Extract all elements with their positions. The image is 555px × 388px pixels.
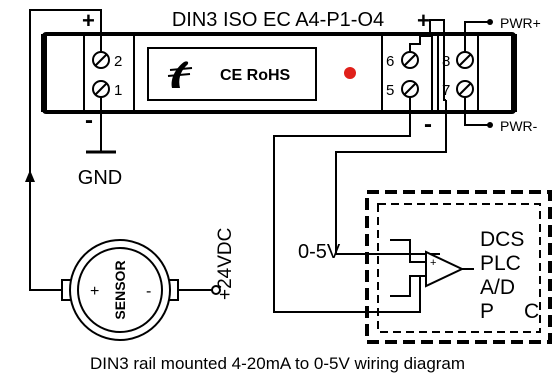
amplifier-icon bbox=[390, 239, 474, 297]
gnd-label: GND bbox=[78, 167, 122, 189]
supply-label: +24VDC bbox=[215, 228, 236, 300]
terminal-5-screw-icon bbox=[401, 80, 419, 98]
amp-plus-mark: + bbox=[430, 257, 436, 269]
receiver-p: P bbox=[480, 300, 494, 323]
supply-terminal-icon bbox=[211, 285, 221, 295]
output-minus-mark: - bbox=[424, 111, 432, 138]
terminal-7-screw-icon bbox=[456, 80, 474, 98]
terminal-1-screw-icon bbox=[92, 80, 110, 98]
power-wires bbox=[464, 21, 488, 126]
receiver-ad: A/D bbox=[480, 276, 515, 299]
diagram-caption: DIN3 rail mounted 4-20mA to 0-5V wiring … bbox=[89, 354, 466, 373]
pwr-minus-node bbox=[487, 122, 493, 128]
input-plus-mark: + bbox=[82, 8, 95, 33]
terminal-6-screw-icon bbox=[401, 51, 419, 69]
terminal-1-label: 1 bbox=[114, 82, 122, 99]
current-arrow-icon bbox=[25, 170, 35, 182]
terminal-2-label: 2 bbox=[114, 53, 122, 70]
model-label: DIN3 ISO EC A4-P1-O4 bbox=[172, 9, 384, 31]
din-module bbox=[41, 32, 517, 114]
ce-rohs-mark: CE RoHS bbox=[220, 67, 291, 84]
terminal-8-label: 8 bbox=[442, 53, 450, 70]
pwr-minus-label: PWR- bbox=[500, 118, 538, 134]
output-plus-mark: + bbox=[417, 8, 430, 33]
receiver-plc: PLC bbox=[480, 252, 521, 275]
brand-logo-icon bbox=[167, 61, 193, 88]
terminal-7-label: 7 bbox=[442, 82, 450, 99]
input-minus-mark: - bbox=[85, 107, 93, 134]
input-wires bbox=[29, 9, 212, 291]
receiver-c: C bbox=[524, 300, 539, 323]
pwr-plus-node bbox=[487, 19, 493, 25]
output-range-label: 0-5V bbox=[298, 241, 341, 263]
status-led bbox=[344, 67, 356, 79]
receiver-dcs: DCS bbox=[480, 228, 524, 251]
sensor-label: SENSOR bbox=[112, 260, 128, 319]
sensor-plus-mark: + bbox=[90, 283, 99, 300]
sensor-minus-mark: - bbox=[146, 283, 151, 300]
sensor-icon bbox=[61, 239, 179, 341]
receiver-box bbox=[365, 190, 552, 344]
terminal-2-screw-icon bbox=[92, 51, 110, 69]
terminal-6-label: 6 bbox=[386, 53, 394, 70]
pwr-plus-label: PWR+ bbox=[500, 15, 541, 31]
terminal-8-screw-icon bbox=[456, 51, 474, 69]
terminal-5-label: 5 bbox=[386, 82, 394, 99]
